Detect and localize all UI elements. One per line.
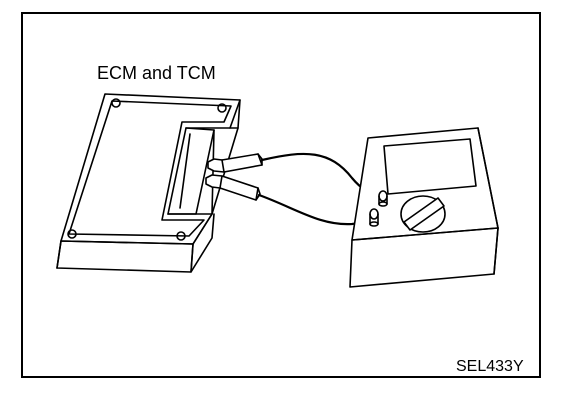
multimeter-icon — [349, 127, 499, 288]
figure-code: SEL433Y — [456, 358, 524, 375]
control-unit-box-icon — [56, 93, 241, 273]
test-probe-icon — [205, 153, 263, 201]
component-label: ECM and TCM — [97, 63, 216, 83]
figure-frame — [21, 12, 541, 378]
